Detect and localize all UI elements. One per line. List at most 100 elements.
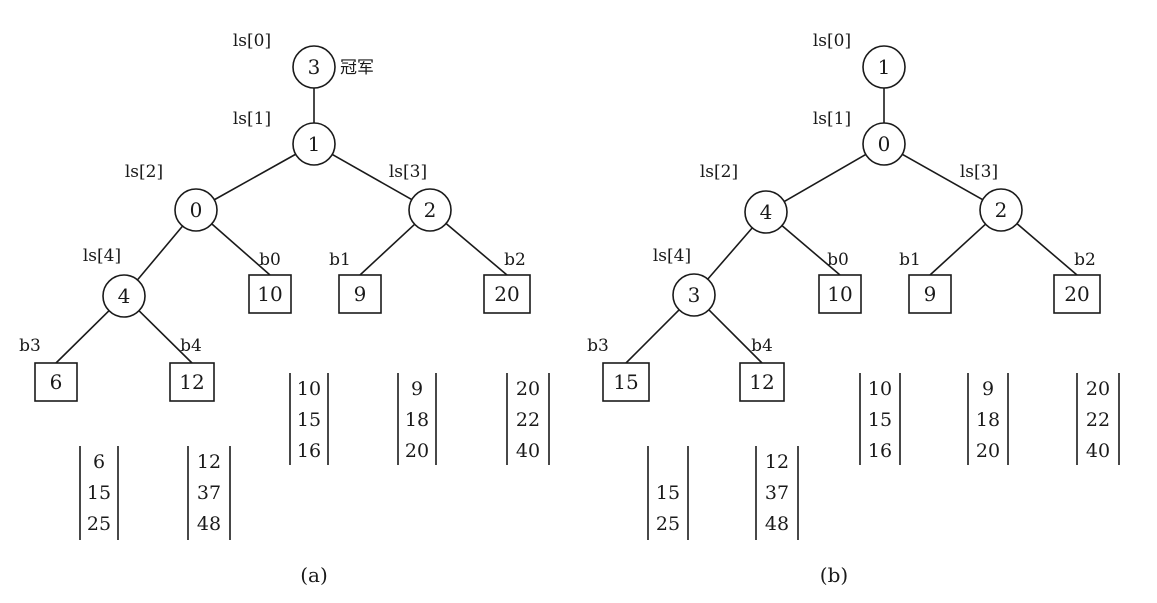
node-label: ls[2]: [125, 162, 163, 182]
run-value: 20: [1086, 378, 1110, 400]
node-label: ls[3]: [960, 162, 998, 182]
node-circle: [862, 45, 906, 89]
tree-edge: [445, 222, 508, 276]
leaf-box: [1053, 274, 1101, 314]
run-value: 25: [656, 513, 680, 535]
run-value: 9: [411, 378, 423, 400]
tree-edge: [359, 223, 416, 276]
node-value: 0: [190, 198, 203, 222]
run-value: 40: [516, 440, 540, 462]
tree-node-ls1: 1ls[1]: [233, 109, 336, 166]
run-value: 6: [93, 451, 105, 473]
leaf-value: 10: [257, 282, 282, 306]
leaf-b0: 10 b0: [248, 250, 292, 314]
node-label: ls[4]: [653, 246, 691, 266]
leaf-box: [908, 274, 952, 314]
run-segment-4: 12 37 48: [755, 446, 799, 540]
leaf-label: b3: [19, 336, 41, 356]
leaf-label: b2: [504, 250, 526, 270]
node-label: ls[4]: [83, 246, 121, 266]
tree-edge: [138, 310, 193, 364]
leaf-value: 6: [50, 370, 63, 394]
tree-node-ls2: 0 ls[2]: [125, 162, 218, 232]
leaf-b1: 9b1: [329, 250, 382, 314]
run-value: 15: [87, 482, 111, 504]
node-value: 2: [995, 198, 1008, 222]
tree-edge: [211, 223, 271, 276]
leaf-value: 20: [494, 282, 519, 306]
leaf-label: b4: [751, 336, 773, 356]
leaf-box: [818, 274, 862, 314]
leaf-value: 12: [749, 370, 774, 394]
leaf-value: 15: [613, 370, 638, 394]
node-label: ls[1]: [233, 109, 271, 129]
node-circle: [292, 45, 336, 89]
run-value: 15: [868, 409, 892, 431]
tree-node-ls0: 1ls[0]: [813, 31, 906, 89]
run-value: 15: [297, 409, 321, 431]
leaf-b4: 12 b4: [739, 336, 785, 402]
leaf-box: [169, 362, 215, 402]
tree-node-ls4: 3ls[4]: [653, 246, 716, 317]
run-value: 20: [976, 440, 1000, 462]
run-value: 37: [765, 482, 789, 504]
leaf-label: b0: [259, 250, 281, 270]
leaf-value: 9: [924, 282, 937, 306]
node-label: ls[0]: [233, 31, 271, 51]
node-value: 1: [878, 55, 891, 79]
run-value: 37: [197, 482, 221, 504]
leaf-value: 9: [354, 282, 367, 306]
leaf-box: [483, 274, 531, 314]
node-circle: [408, 188, 452, 232]
run-value: 48: [197, 513, 221, 535]
run-segment-2: 20 22 40: [506, 373, 550, 465]
leaf-box: [602, 362, 650, 402]
run-value: 20: [516, 378, 540, 400]
tree-node-ls0: 3ls[0]: [233, 31, 336, 89]
run-value: 10: [868, 378, 892, 400]
run-segment-4: 12 37 48: [187, 446, 231, 540]
tree-edge: [783, 153, 867, 203]
run-value: 9: [982, 378, 994, 400]
node-circle: [102, 274, 146, 318]
run-value: 40: [1086, 440, 1110, 462]
tree-edge: [929, 223, 987, 276]
run-value: 22: [516, 409, 540, 431]
run-value: 12: [765, 451, 789, 473]
leaf-label: b4: [180, 336, 202, 356]
leaf-label: b0: [827, 250, 849, 270]
leaf-box: [34, 362, 78, 402]
node-circle: [744, 190, 788, 234]
node-label: ls[3]: [389, 162, 427, 182]
tree-node-ls4: 4ls[4]: [83, 246, 146, 318]
leaf-value: 20: [1064, 282, 1089, 306]
panel-caption: (b): [820, 563, 848, 587]
tree-node-ls1: 0ls[1]: [813, 109, 906, 166]
leaf-box: [248, 274, 292, 314]
tree-node-ls3: 2 ls[3]: [389, 162, 452, 232]
run-value: 18: [405, 409, 429, 431]
node-label: ls[1]: [813, 109, 851, 129]
run-value: 22: [1086, 409, 1110, 431]
run-value: 48: [765, 513, 789, 535]
tree-edge: [781, 225, 841, 276]
run-segment-2: 20 22 40: [1076, 373, 1120, 465]
tree-edge: [901, 153, 984, 201]
leaf-b0: 10 b0: [818, 250, 862, 314]
node-value: 2: [424, 198, 437, 222]
run-value: 12: [197, 451, 221, 473]
tree-panel-a: 3ls[0]1ls[1]0ls[2]2ls[3]4ls[4]冠军10b09b12…: [19, 31, 550, 587]
run-value: 16: [297, 440, 321, 462]
tree-edge: [213, 153, 297, 201]
node-circle: [174, 188, 218, 232]
node-value: 4: [760, 200, 773, 224]
leaf-value: 10: [827, 282, 852, 306]
